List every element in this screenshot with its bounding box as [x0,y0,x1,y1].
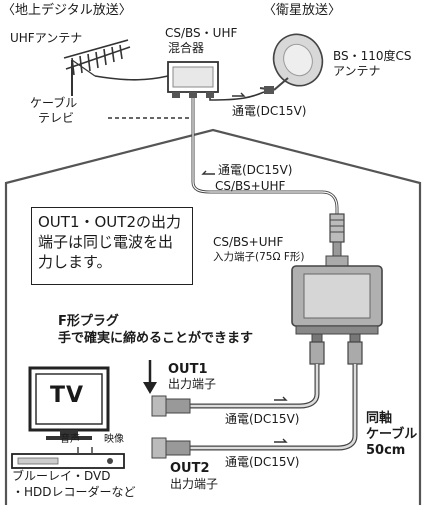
mixer-label-line1: CS/BS・UHF [165,26,238,40]
power-arrow-2 [201,170,215,175]
fplug-pointer-arrow [143,360,157,394]
bs-cable [209,91,265,101]
main-cable-inner [192,98,338,214]
cable-tv-label-line1: ケーブル [30,96,78,110]
mixer-label-line2: 混合器 [168,41,205,55]
tv-icon [28,366,110,440]
input-terminal-label-line2: 入力端子(75Ω F形) [213,251,305,263]
fplug-title: F形プラグ [58,314,119,329]
uhf-antenna-icon [63,39,131,96]
fplug-description: 手で確実に締めることができます [58,331,254,346]
out1-terminal-label: 出力端子 [168,377,217,391]
out2-terminal-label: 出力端子 [170,477,219,491]
recorder-label-line2: ・HDDレコーダーなど [12,485,136,499]
input-terminal-label-line1: CS/BS+UHF [213,235,284,249]
power-label-out2: 通電(DC15V) [225,455,300,469]
coax-label-line3: 50cm [366,443,406,458]
note-box: OUT1・OUT2の出力端子は同じ電波を出力します。 [31,207,193,285]
plug-out2 [151,437,191,459]
out-connectors [309,341,363,365]
video-label: 映像 [104,434,124,445]
plug-out1 [151,395,191,417]
bs-antenna-label-line2: アンテナ [333,64,381,78]
out1-label: OUT1 [168,362,208,377]
cable-tv-label-line2: テレビ [38,111,75,125]
splitter-body [291,265,383,343]
power-label-out1: 通電(DC15V) [225,412,300,426]
heading-satellite: 〈衛星放送〉 [263,3,342,18]
power-label-1: 通電(DC15V) [232,104,307,118]
power-label-2: 通電(DC15V) [218,163,293,177]
input-f-plug [325,213,349,267]
uhf-cable [94,75,169,81]
uhf-antenna-label: UHFアンテナ [10,31,83,45]
heading-terrestrial: 〈地上デジタル放送〉 [2,3,132,18]
cs-bs-uhf-label: CS/BS+UHF [215,179,286,193]
recorder-icon [11,453,125,469]
audio-label: 音声 [60,434,80,445]
bs-dish-antenna-icon [259,33,324,94]
out2-label: OUT2 [170,461,210,476]
bs-antenna-label-line1: BS・110度CS [333,49,412,63]
coax-label-line1: 同軸 [366,411,393,426]
power-arrow-1 [232,92,246,97]
tv-label: TV [50,383,85,408]
cable-tv-dashed-line [108,96,194,119]
coax-label-line2: ケーブル [366,427,418,442]
house-outline [4,128,422,505]
mixer-box [167,61,219,98]
recorder-label-line1: ブルーレイ・DVD [12,469,111,483]
